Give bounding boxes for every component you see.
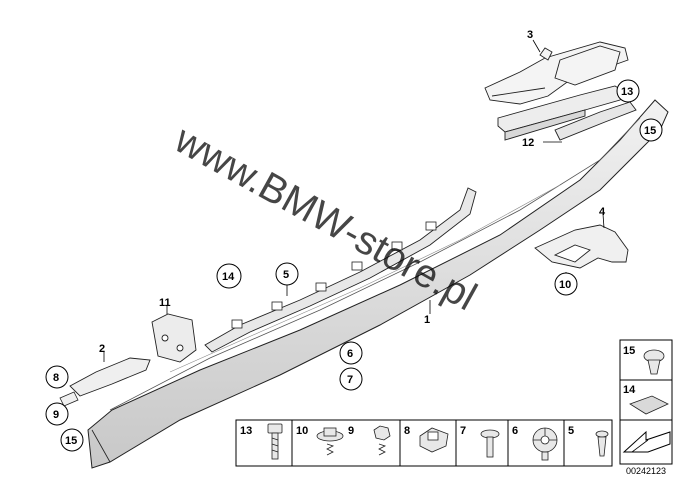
- side-panel: 15 14: [619, 339, 673, 465]
- callout-7: 7: [347, 374, 353, 386]
- block-part-11[interactable]: [151, 313, 197, 363]
- callout-1: 1: [424, 314, 430, 326]
- callout-6: 6: [347, 348, 353, 360]
- strip-label-5: 5: [568, 425, 574, 437]
- callout-8: 8: [53, 372, 59, 384]
- screw-7[interactable]: [480, 429, 500, 458]
- hardware-strip: 13 10 9 8 7 6 5: [235, 419, 613, 467]
- bracket-part-3[interactable]: [484, 41, 629, 105]
- strip-part-12[interactable]: [497, 85, 626, 141]
- callout-4: 4: [599, 206, 606, 218]
- screw-10[interactable]: [316, 427, 344, 456]
- strip-label-13: 13: [240, 425, 252, 437]
- strip-label-10: 10: [296, 425, 308, 437]
- callout-15a: 15: [644, 125, 656, 137]
- strip-label-8: 8: [404, 425, 410, 437]
- callout-10: 10: [559, 279, 571, 291]
- callout-9: 9: [53, 409, 59, 421]
- callout-2: 2: [99, 343, 105, 355]
- strip-label-9: 9: [348, 425, 354, 437]
- strip-part-2[interactable]: [69, 357, 151, 397]
- strip-label-6: 6: [512, 425, 518, 437]
- callout-15b: 15: [65, 435, 77, 447]
- bolt-13[interactable]: [267, 423, 283, 460]
- diagram-number: 00242123: [626, 466, 666, 476]
- callout-5: 5: [283, 269, 289, 281]
- clip-part-9[interactable]: [59, 391, 79, 407]
- screw-9[interactable]: [373, 425, 391, 456]
- panel-label-14: 14: [623, 384, 636, 396]
- bracket-part-4[interactable]: [534, 224, 629, 269]
- clip-8[interactable]: [419, 427, 449, 453]
- callout-12: 12: [522, 137, 534, 149]
- panel-label-15: 15: [623, 345, 635, 357]
- rail-part-13[interactable]: [554, 101, 637, 141]
- callout-11: 11: [159, 297, 171, 309]
- rivet-5[interactable]: [595, 430, 609, 457]
- callout-3: 3: [527, 29, 533, 41]
- strip-label-7: 7: [460, 425, 466, 437]
- callout-13: 13: [621, 86, 633, 98]
- arrow-icon: [622, 430, 671, 453]
- callout-14: 14: [222, 271, 235, 283]
- pad-14[interactable]: [629, 395, 669, 415]
- rivet-6[interactable]: [532, 427, 558, 461]
- clip-15[interactable]: [643, 349, 665, 375]
